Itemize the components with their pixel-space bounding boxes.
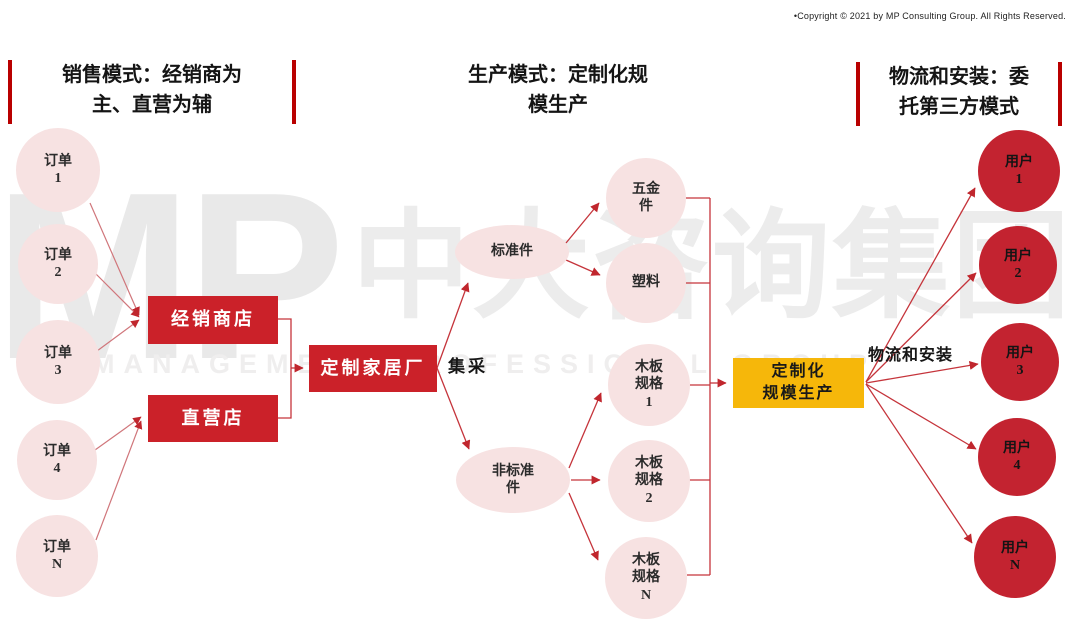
user-number: N: [1009, 558, 1021, 573]
order-label: 订单: [43, 539, 71, 555]
part-label: 规格: [635, 473, 663, 489]
user-label: 用户: [1003, 440, 1031, 456]
user-node-2: 用户 2: [979, 226, 1057, 304]
part-node-board-spec-1: 木板 规格 1: [608, 344, 690, 426]
dealer-store-label: 经销商店: [171, 309, 255, 330]
part-label: 木板: [635, 455, 663, 471]
user-number: 3: [1016, 363, 1024, 378]
user-number: 4: [1013, 458, 1021, 473]
part-node-hardware: 五金 件: [606, 158, 686, 238]
user-label: 用户: [1006, 345, 1034, 361]
mass-production-line1: 定制化: [771, 363, 826, 381]
header-production-line2: 模生产: [528, 94, 588, 116]
user-node-3: 用户 3: [981, 323, 1059, 401]
logistics-install-label: 物流和安装: [868, 341, 953, 365]
direct-store-label: 直营店: [181, 407, 245, 428]
part-label: 规格: [632, 570, 660, 586]
order-node-n: 订单 N: [16, 515, 98, 597]
user-node-1: 用户 1: [978, 130, 1060, 212]
order-node-3: 订单 3: [16, 320, 100, 404]
header-sales-text: 销售模式：经销商为 主、直营为辅: [12, 60, 292, 124]
header-bar-left: [856, 62, 860, 126]
direct-store-box: 直营店: [148, 395, 278, 442]
nonstandard-parts-label-line1: 非标准: [492, 463, 534, 479]
header-production-text: 生产模式：定制化规 模生产: [432, 60, 684, 124]
part-number: 1: [645, 394, 653, 410]
header-sales-line1: 销售模式：经销商为: [62, 64, 242, 86]
nonstandard-parts-ellipse: 非标准 件: [456, 447, 570, 513]
user-label: 用户: [1004, 248, 1032, 264]
factory-label: 定制家居厂: [320, 357, 426, 378]
centralized-procurement-label: 集采: [448, 352, 488, 377]
order-number: 4: [53, 461, 61, 476]
order-label: 订单: [44, 345, 72, 361]
header-sales-line2: 主、直营为辅: [92, 94, 212, 116]
copyright-notice: •Copyright © 2021 by MP Consulting Group…: [793, 11, 1066, 21]
order-number: 3: [54, 363, 62, 378]
header-logistics-line1: 物流和安装：委: [889, 66, 1029, 88]
header-bar-right: [1058, 62, 1062, 126]
header-logistics-line2: 托第三方模式: [899, 96, 1019, 118]
order-number: 1: [54, 171, 62, 186]
user-number: 1: [1015, 172, 1023, 187]
header-bar-right: [292, 60, 296, 124]
order-node-2: 订单 2: [18, 224, 98, 304]
user-node-4: 用户 4: [978, 418, 1056, 496]
order-label: 订单: [44, 247, 72, 263]
part-node-board-spec-2: 木板 规格 2: [608, 440, 690, 522]
custom-furniture-factory-box: 定制家居厂: [309, 345, 437, 392]
user-number: 2: [1014, 266, 1022, 281]
header-bar-left: [8, 60, 12, 124]
nonstandard-parts-label-line2: 件: [506, 481, 520, 496]
user-label: 用户: [1001, 540, 1029, 556]
part-label: 规格: [635, 377, 663, 393]
mass-production-box: 定制化 规模生产: [733, 358, 864, 408]
order-label: 订单: [43, 443, 71, 459]
order-number: N: [51, 557, 63, 572]
part-node-board-spec-n: 木板 规格 N: [605, 537, 687, 619]
user-label: 用户: [1005, 154, 1033, 170]
header-logistics-model: 物流和安装：委 托第三方模式: [856, 62, 1062, 126]
part-label: 塑料: [632, 275, 660, 291]
order-node-4: 订单 4: [17, 420, 97, 500]
standard-parts-label: 标准件: [491, 244, 533, 260]
dealer-store-box: 经销商店: [148, 296, 278, 344]
order-number: 2: [54, 265, 62, 280]
part-label: 件: [639, 199, 653, 214]
part-number: 2: [645, 490, 653, 506]
header-production-model: 生产模式：定制化规 模生产: [432, 60, 684, 124]
standard-parts-ellipse: 标准件: [455, 225, 569, 279]
order-label: 订单: [44, 153, 72, 169]
logistics-text: 物流和安装: [868, 347, 954, 364]
user-node-n: 用户 N: [974, 516, 1056, 598]
part-number: N: [640, 587, 652, 603]
header-sales-model: 销售模式：经销商为 主、直营为辅: [8, 60, 296, 124]
procurement-text: 集采: [448, 357, 488, 376]
order-node-1: 订单 1: [16, 128, 100, 212]
header-production-line1: 生产模式：定制化规: [468, 64, 648, 86]
mass-production-line2: 规模生产: [762, 385, 835, 402]
part-label: 木板: [635, 359, 663, 375]
header-logistics-text: 物流和安装：委 托第三方模式: [860, 62, 1058, 126]
part-label: 五金: [632, 181, 660, 197]
part-label: 木板: [632, 552, 660, 568]
part-node-plastic: 塑料: [606, 243, 686, 323]
